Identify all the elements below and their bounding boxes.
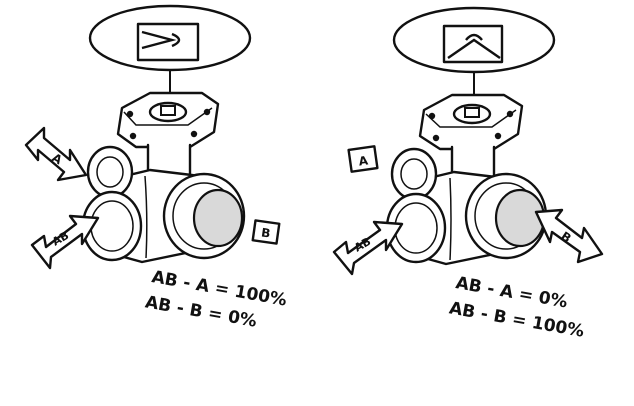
valve-left: A AB B AB - A = 100% AB - B = 0%: [24, 4, 289, 332]
mounting-flange-right: [418, 93, 524, 151]
port-label-a-right: A: [347, 145, 379, 173]
flow-arrow-b-right: B: [534, 208, 604, 264]
stem-callout-right: [392, 6, 556, 100]
port-a-right: [390, 147, 438, 201]
port-a-left: [86, 145, 134, 199]
flow-arrow-ab-left: AB: [30, 214, 100, 270]
flow-equations-right: AB - A = 0% AB - B = 100%: [448, 273, 586, 342]
valve-right: A AB B AB - A = 0% AB - B = 100%: [332, 6, 604, 342]
port-label-a-right-text: A: [358, 153, 370, 168]
stem-callout-left: [88, 4, 252, 100]
flow-arrow-ab-right: AB: [332, 220, 404, 276]
port-b-right: [464, 172, 548, 260]
flow-arrow-a-left: A: [24, 126, 88, 182]
flow-equations-left: AB - A = 100% AB - B = 0%: [144, 267, 289, 332]
port-b-left: [162, 172, 246, 260]
port-label-b-left: B: [251, 219, 281, 245]
port-label-b-left-text: B: [260, 225, 271, 240]
mounting-flange-left: [116, 91, 220, 149]
